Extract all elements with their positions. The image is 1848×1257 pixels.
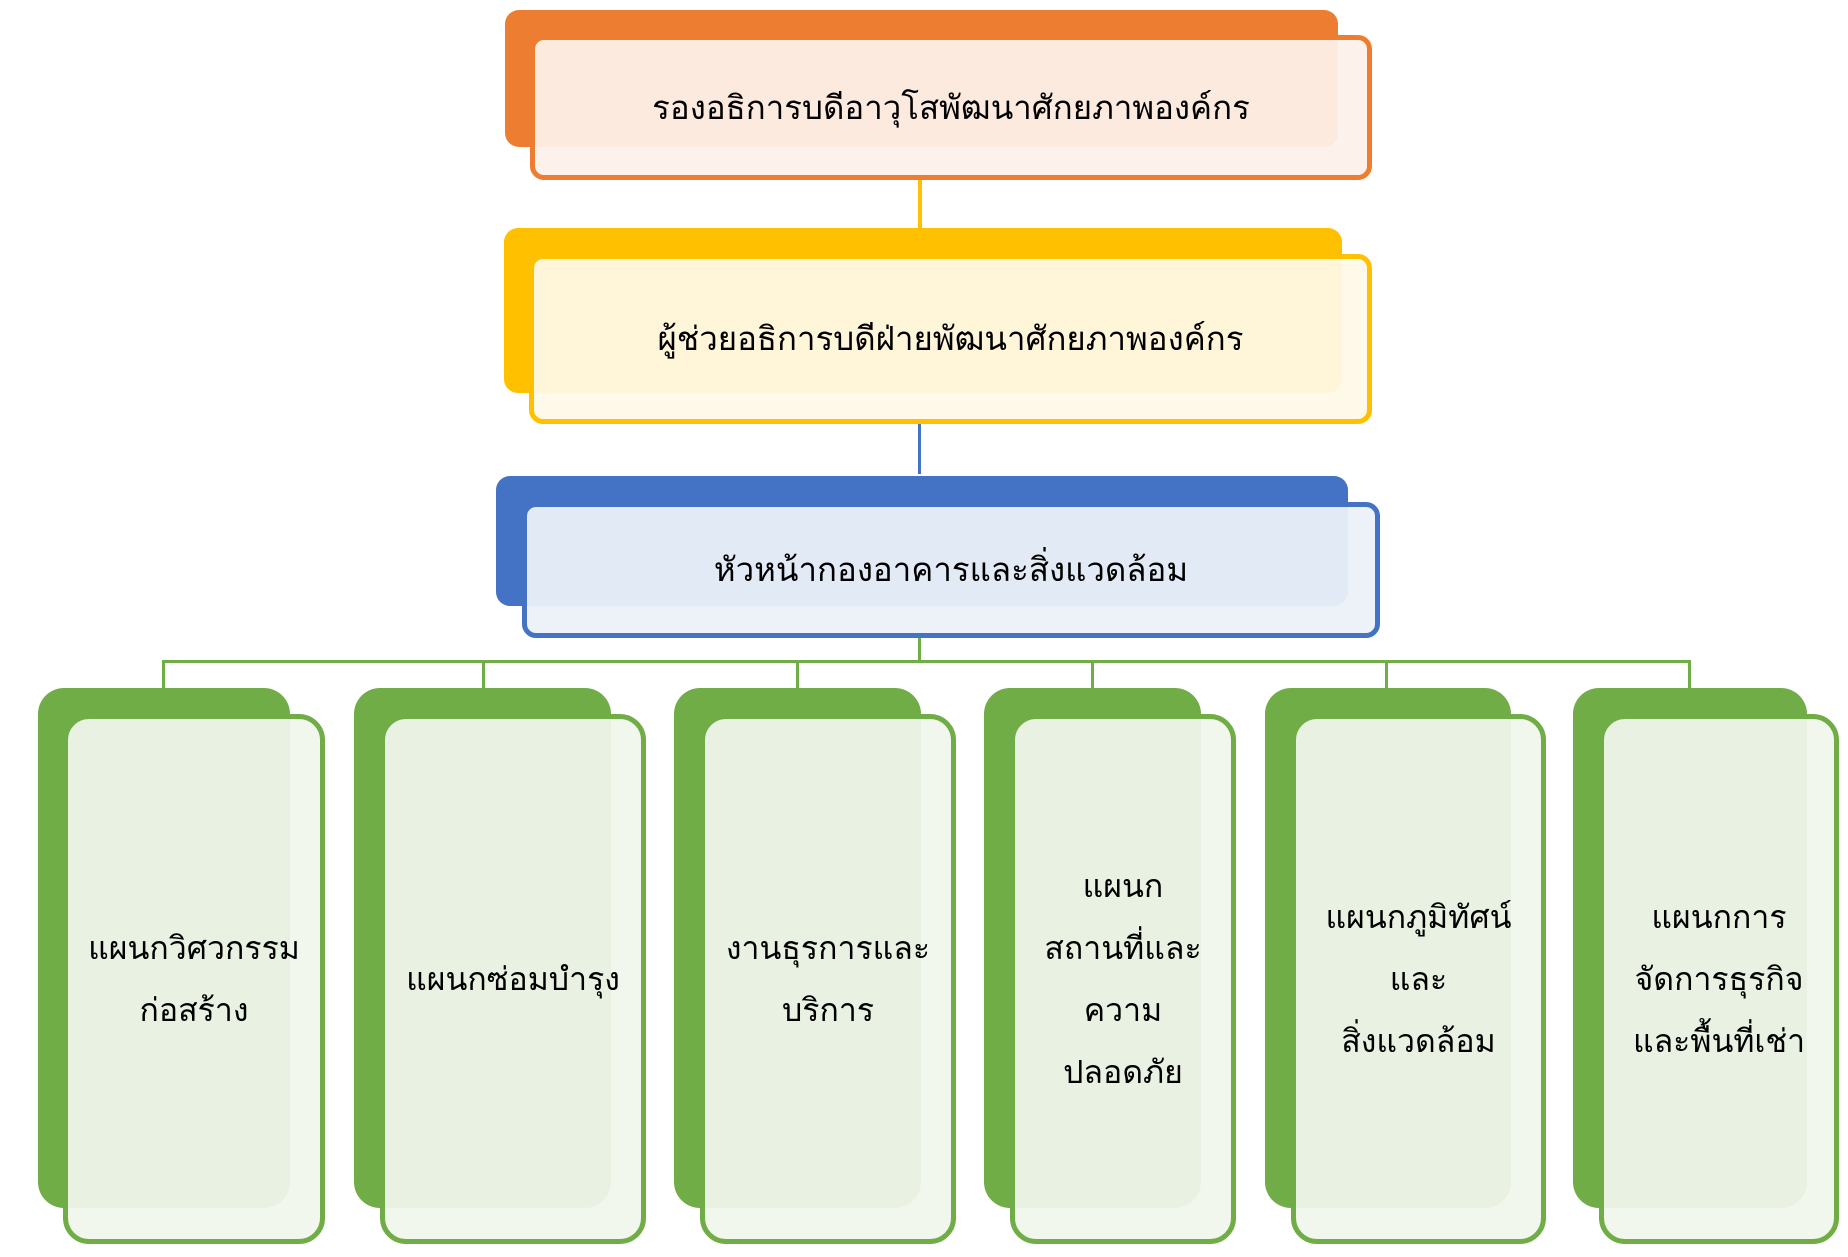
connector-vp-asst xyxy=(918,180,922,228)
node-asst-box: ผู้ช่วยอธิการบดีฝ่ายพัฒนาศักยภาพองค์กร xyxy=(529,254,1372,424)
connector-asst-head xyxy=(918,424,921,474)
unit-4-label: แผนก สถานที่และ ความ ปลอดภัย xyxy=(1044,867,1202,1091)
unit-3-box: งานธุรการและ บริการ xyxy=(700,714,956,1244)
connector-drop-1 xyxy=(162,660,165,688)
connector-bus-horizontal xyxy=(162,660,1691,663)
unit-6-label: แผนกการ จัดการธุรกิจ และพื้นที่เช่า xyxy=(1632,898,1806,1060)
connector-drop-2 xyxy=(482,660,485,688)
connector-head-bus xyxy=(918,636,921,663)
connector-drop-6 xyxy=(1688,660,1691,688)
unit-1-label: แผนกวิศวกรรม ก่อสร้าง xyxy=(88,929,300,1029)
node-vp-box: รองอธิการบดีอาวุโสพัฒนาศักยภาพองค์กร xyxy=(530,35,1372,180)
node-head-label: หัวหน้ากองอาคารและสิ่งแวดล้อม xyxy=(713,550,1189,589)
unit-2-box: แผนกซ่อมบำรุง xyxy=(380,714,646,1244)
node-vp-label: รองอธิการบดีอาวุโสพัฒนาศักยภาพองค์กร xyxy=(652,87,1250,127)
node-asst-label: ผู้ช่วยอธิการบดีฝ่ายพัฒนาศักยภาพองค์กร xyxy=(657,319,1244,358)
unit-5-box: แผนกภูมิทัศน์ และ สิ่งแวดล้อม xyxy=(1291,714,1546,1244)
unit-3-label: งานธุรการและ บริการ xyxy=(725,929,931,1029)
unit-4-box: แผนก สถานที่และ ความ ปลอดภัย xyxy=(1010,714,1236,1244)
connector-drop-4 xyxy=(1091,660,1094,688)
unit-2-label: แผนกซ่อมบำรุง xyxy=(406,960,620,998)
connector-drop-5 xyxy=(1385,660,1388,688)
connector-drop-3 xyxy=(796,660,799,688)
unit-6-box: แผนกการ จัดการธุรกิจ และพื้นที่เช่า xyxy=(1599,714,1839,1244)
unit-5-label: แผนกภูมิทัศน์ และ สิ่งแวดล้อม xyxy=(1325,898,1512,1060)
node-head-box: หัวหน้ากองอาคารและสิ่งแวดล้อม xyxy=(522,502,1380,638)
unit-1-box: แผนกวิศวกรรม ก่อสร้าง xyxy=(63,714,325,1244)
